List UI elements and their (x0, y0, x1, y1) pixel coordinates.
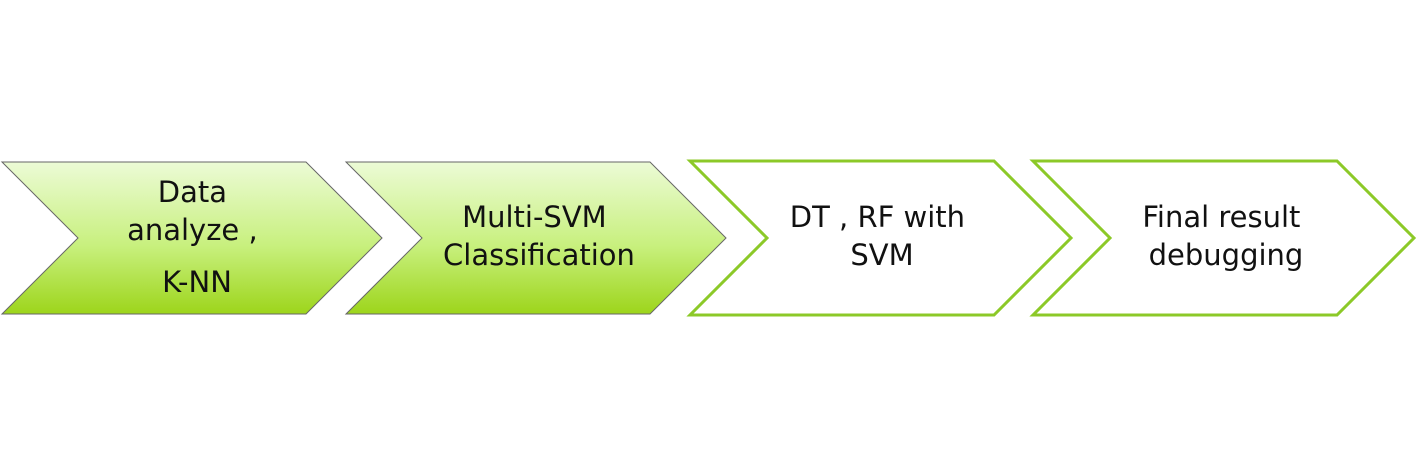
step-3-line-2: SVM (850, 238, 913, 272)
step-1-line-1: Data (158, 175, 227, 209)
step-final-result-debugging: Final result debugging (1029, 159, 1417, 317)
chevron-shape-step-1 (0, 161, 383, 315)
step-1-line-3: K-NN (162, 265, 232, 299)
step-dt-rf-with-svm: DT , RF with SVM (686, 159, 1074, 317)
step-3-line-1: DT , RF with (790, 200, 965, 234)
chevron-shape-step-4 (1029, 159, 1417, 317)
step-2-label: Multi-SVM Classification (443, 200, 635, 272)
step-data-analyze-knn: Data analyze , K-NN (0, 161, 383, 315)
step-2-line-2: Classification (443, 238, 635, 272)
step-3-label: DT , RF with SVM (790, 200, 975, 272)
chevron-shape-step-2 (344, 161, 727, 315)
step-4-line-1: Final result (1142, 200, 1300, 234)
step-multi-svm-classification: Multi-SVM Classification (344, 161, 727, 315)
step-4-label: Final result debugging (1142, 200, 1309, 272)
step-2-line-1: Multi-SVM (462, 200, 607, 234)
chevron-shape-step-3 (686, 159, 1074, 317)
step-1-line-2: analyze , (127, 213, 258, 247)
step-4-line-2: debugging (1149, 238, 1304, 272)
step-1-label: Data analyze , K-NN (127, 175, 267, 299)
